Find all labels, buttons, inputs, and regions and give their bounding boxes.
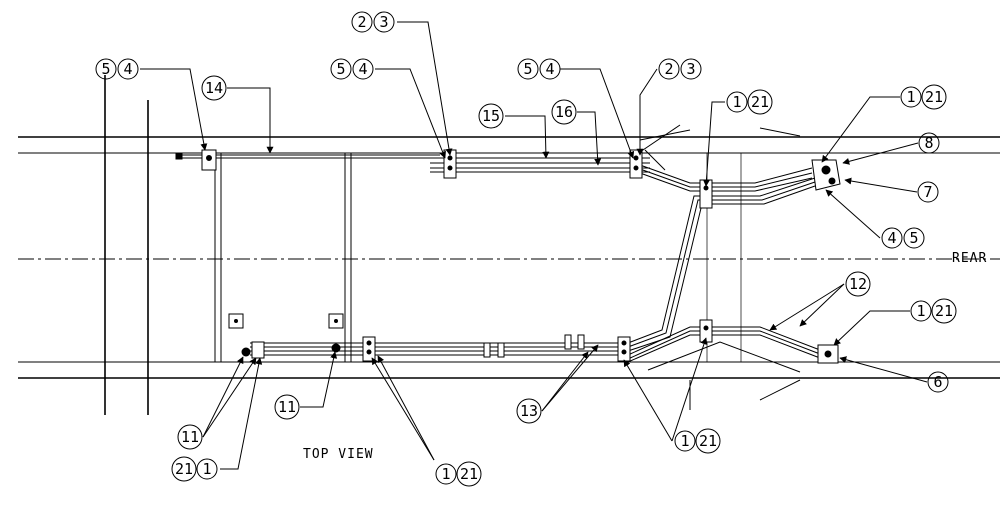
svg-text:2: 2 (357, 13, 366, 31)
svg-text:1: 1 (202, 460, 211, 478)
callout-1-21-bottom-right: 1 21 (674, 428, 721, 454)
svg-text:4: 4 (358, 60, 367, 78)
svg-text:1: 1 (441, 465, 450, 483)
proportioning-valves (811, 159, 841, 364)
svg-text:8: 8 (924, 134, 933, 152)
svg-text:21: 21 (175, 460, 193, 478)
callout-4-5: 4 5 (881, 227, 925, 249)
callout-14: 14 (201, 75, 227, 101)
svg-text:4: 4 (887, 229, 896, 247)
crossmembers (214, 153, 742, 362)
svg-text:3: 3 (379, 13, 388, 31)
svg-text:5: 5 (101, 60, 110, 78)
svg-text:21: 21 (460, 465, 478, 483)
svg-text:21: 21 (935, 302, 953, 320)
callout-2-3-right: 2 3 (658, 58, 702, 80)
leader-lines (140, 21, 928, 470)
svg-text:21: 21 (699, 432, 717, 450)
callout-5-4-left: 5 4 (95, 58, 139, 80)
callout-15: 15 (478, 103, 504, 129)
frame-rails (18, 75, 1000, 415)
svg-text:6: 6 (933, 373, 942, 391)
svg-text:3: 3 (686, 60, 695, 78)
callout-5-4-right: 5 4 (517, 58, 561, 80)
view-label: TOP VIEW (303, 447, 374, 462)
callout-1-21-top: 1 21 (726, 89, 773, 115)
svg-text:5: 5 (336, 60, 345, 78)
callout-21-1: 21 1 (171, 456, 218, 482)
clamps (175, 149, 713, 362)
svg-text:5: 5 (523, 60, 532, 78)
svg-text:11: 11 (278, 398, 296, 416)
callout-11-left: 11 (177, 424, 203, 450)
callout-12: 12 (845, 271, 871, 297)
callout-13: 13 (516, 398, 542, 424)
svg-text:1: 1 (732, 93, 741, 111)
callout-1-21-rear-top: 1 21 (900, 84, 947, 110)
svg-text:13: 13 (520, 402, 538, 420)
svg-text:7: 7 (923, 183, 932, 201)
rear-label: REAR (952, 251, 987, 266)
svg-text:21: 21 (751, 93, 769, 111)
svg-text:5: 5 (909, 229, 918, 247)
callout-8: 8 (918, 132, 940, 154)
brake-lines (180, 154, 821, 363)
callout-7: 7 (917, 181, 939, 203)
svg-text:16: 16 (555, 103, 573, 121)
svg-text:2: 2 (664, 60, 673, 78)
svg-text:1: 1 (906, 88, 915, 106)
svg-text:1: 1 (916, 302, 925, 320)
svg-text:4: 4 (545, 60, 554, 78)
callout-16: 16 (551, 99, 577, 125)
svg-text:14: 14 (205, 79, 223, 97)
svg-text:12: 12 (849, 275, 867, 293)
callout-1-21-rear-bottom: 1 21 (910, 298, 957, 324)
callout-11-center: 11 (274, 394, 300, 420)
callout-1-21-bottom-center: 1 21 (435, 461, 482, 487)
svg-text:1: 1 (680, 432, 689, 450)
callout-6: 6 (927, 371, 949, 393)
bracket-outlines (639, 127, 801, 410)
callout-5-4-center: 5 4 (330, 58, 374, 80)
svg-text:21: 21 (925, 88, 943, 106)
callout-2-3-center: 2 3 (351, 11, 395, 33)
svg-text:11: 11 (181, 428, 199, 446)
svg-text:4: 4 (123, 60, 132, 78)
svg-text:15: 15 (482, 107, 500, 125)
